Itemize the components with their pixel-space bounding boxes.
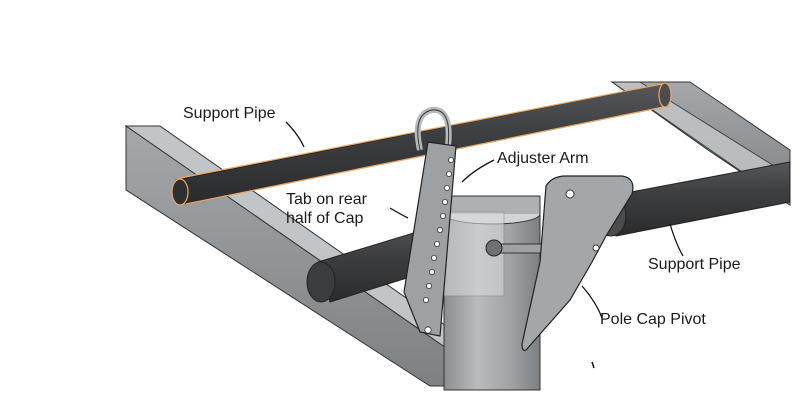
leader-support-pipe-right bbox=[669, 223, 684, 257]
small-mark bbox=[591, 361, 595, 369]
label-tab-line-2: half of Cap bbox=[286, 210, 364, 227]
pole-cap-pivot-plate bbox=[521, 175, 634, 351]
label-adjuster-arm: Adjuster Arm bbox=[497, 150, 589, 167]
label-tab-rear-cap: Tab on rear half of Cap bbox=[286, 190, 401, 228]
leader-support-pipe-top bbox=[285, 121, 305, 148]
label-pole-cap-pivot: Pole Cap Pivot bbox=[600, 311, 706, 328]
label-support-pipe-top: Support Pipe bbox=[183, 105, 276, 122]
leader-pole-cap-pivot bbox=[581, 285, 603, 319]
label-support-pipe-right: Support Pipe bbox=[648, 256, 741, 273]
callout-leader-lines bbox=[285, 121, 684, 319]
adjuster-arm bbox=[403, 141, 457, 337]
leader-tab-rear-cap bbox=[389, 207, 409, 219]
label-tab-line-1: Tab on rear bbox=[286, 191, 367, 208]
leader-adjuster-arm bbox=[461, 159, 495, 183]
top-support-pipe bbox=[171, 82, 672, 206]
